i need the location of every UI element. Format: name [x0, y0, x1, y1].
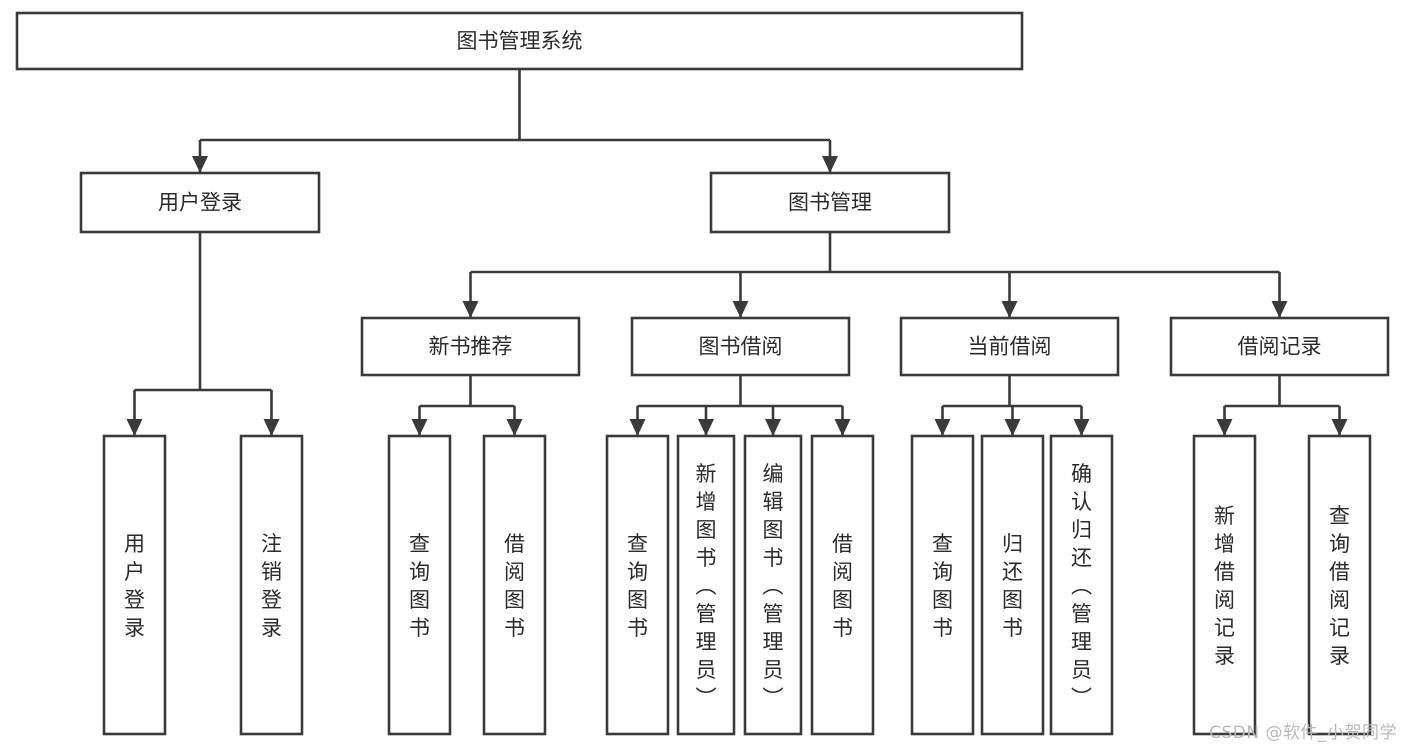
node-leaf-7-box[interactable]	[810, 434, 875, 736]
node-leaf-12-box[interactable]	[1307, 434, 1372, 736]
node-leaf-8-label: 查询图书	[932, 532, 953, 640]
connector-arrowhead	[698, 419, 714, 436]
node-leaf-9-label: 归还图书	[1002, 532, 1023, 640]
node-level3-0-label: 新书推荐	[429, 335, 513, 359]
connector-arrowhead	[732, 301, 749, 318]
node-leaf-1-box[interactable]	[239, 434, 304, 736]
node-level3-2-box[interactable]	[899, 316, 1120, 377]
node-leaf-2-label: 查询图书	[409, 532, 430, 640]
node-level3-3-label: 借阅记录	[1238, 335, 1322, 359]
node-leaf-0-box[interactable]	[102, 434, 167, 736]
connector-arrowhead	[765, 419, 781, 436]
node-level2-1-label: 图书管理	[788, 191, 872, 215]
node-level3-2-label: 当前借阅	[968, 335, 1052, 359]
node-leaf-6-box[interactable]	[743, 434, 803, 736]
node-leaf-4[interactable]: 查询图书	[605, 434, 670, 736]
node-leaf-11[interactable]: 新增借阅记录	[1192, 434, 1257, 736]
connector-arrowhead	[834, 419, 851, 436]
node-leaf-3-label: 借阅图书	[504, 532, 525, 640]
connector-arrowhead	[1001, 301, 1018, 318]
node-leaf-10[interactable]: 确认归还︵管理员︶	[1049, 434, 1114, 736]
node-leaf-1[interactable]: 注销登录	[239, 434, 304, 736]
connector-arrowhead	[411, 419, 428, 436]
node-leaf-6[interactable]: 编辑图书︵管理员︶	[743, 434, 803, 736]
connector-arrowhead	[462, 301, 479, 318]
node-level3-3-box[interactable]	[1169, 316, 1390, 377]
node-leaf-10-box[interactable]	[1049, 434, 1114, 736]
node-level3-1-box[interactable]	[630, 316, 851, 377]
connector-arrowhead	[192, 156, 208, 173]
connector-arrowhead	[1004, 419, 1021, 436]
node-leaf-12-label: 查询借阅记录	[1329, 504, 1350, 668]
connector-arrowhead	[126, 419, 143, 436]
node-leaf-6-label: 编辑图书︵管理员︶	[763, 462, 784, 710]
node-leaf-5-box[interactable]	[676, 434, 736, 736]
connector-arrowhead	[1073, 419, 1090, 436]
node-leaf-10-label: 确认归还︵管理员︶	[1071, 462, 1092, 710]
node-level2-0[interactable]: 用户登录	[79, 171, 321, 234]
node-leaf-9-box[interactable]	[980, 434, 1045, 736]
node-level3-3[interactable]: 借阅记录	[1169, 316, 1390, 377]
node-leaf-3[interactable]: 借阅图书	[482, 434, 547, 736]
node-leaf-5[interactable]: 新增图书︵管理员︶	[676, 434, 736, 736]
connector-arrowhead	[1271, 301, 1288, 318]
node-leaf-0[interactable]: 用户登录	[102, 434, 167, 736]
node-level2-1-box[interactable]	[709, 171, 951, 234]
node-leaf-8[interactable]: 查询图书	[910, 434, 975, 736]
node-root[interactable]: 图书管理系统	[15, 11, 1024, 71]
node-leaf-7[interactable]: 借阅图书	[810, 434, 875, 736]
node-root-label: 图书管理系统	[457, 29, 583, 53]
node-leaf-11-box[interactable]	[1192, 434, 1257, 736]
node-boxes-layer: 图书管理系统用户登录图书管理新书推荐图书借阅当前借阅借阅记录用户登录注销登录查询…	[15, 11, 1390, 736]
connector-arrowhead	[1331, 419, 1348, 436]
node-leaf-7-label: 借阅图书	[832, 532, 853, 640]
connector-lines-layer	[126, 69, 1348, 436]
node-level2-0-label: 用户登录	[158, 191, 242, 215]
connector-arrowhead	[506, 419, 523, 436]
node-level3-2[interactable]: 当前借阅	[899, 316, 1120, 377]
node-leaf-2-box[interactable]	[387, 434, 452, 736]
node-level3-0[interactable]: 新书推荐	[360, 316, 581, 377]
node-leaf-9[interactable]: 归还图书	[980, 434, 1045, 736]
node-level2-1[interactable]: 图书管理	[709, 171, 951, 234]
node-leaf-4-box[interactable]	[605, 434, 670, 736]
node-level2-0-box[interactable]	[79, 171, 321, 234]
node-leaf-1-label: 注销登录	[261, 532, 282, 640]
node-leaf-2[interactable]: 查询图书	[387, 434, 452, 736]
node-level3-1[interactable]: 图书借阅	[630, 316, 851, 377]
csdn-watermark: CSDN @软件_小贺同学	[1209, 723, 1397, 743]
node-leaf-4-label: 查询图书	[627, 532, 648, 640]
node-leaf-12[interactable]: 查询借阅记录	[1307, 434, 1372, 736]
connector-arrowhead	[822, 156, 838, 173]
connector-arrowhead	[629, 419, 646, 436]
node-level3-1-label: 图书借阅	[699, 335, 783, 359]
connector-arrowhead	[263, 419, 280, 436]
node-leaf-0-label: 用户登录	[124, 532, 145, 640]
node-leaf-3-box[interactable]	[482, 434, 547, 736]
node-leaf-5-label: 新增图书︵管理员︶	[696, 462, 717, 710]
connector-arrowhead	[934, 419, 951, 436]
node-root-box[interactable]	[15, 11, 1024, 71]
node-leaf-11-label: 新增借阅记录	[1214, 504, 1235, 668]
node-level3-0-box[interactable]	[360, 316, 581, 377]
connector-arrowhead	[1216, 419, 1233, 436]
node-leaf-8-box[interactable]	[910, 434, 975, 736]
